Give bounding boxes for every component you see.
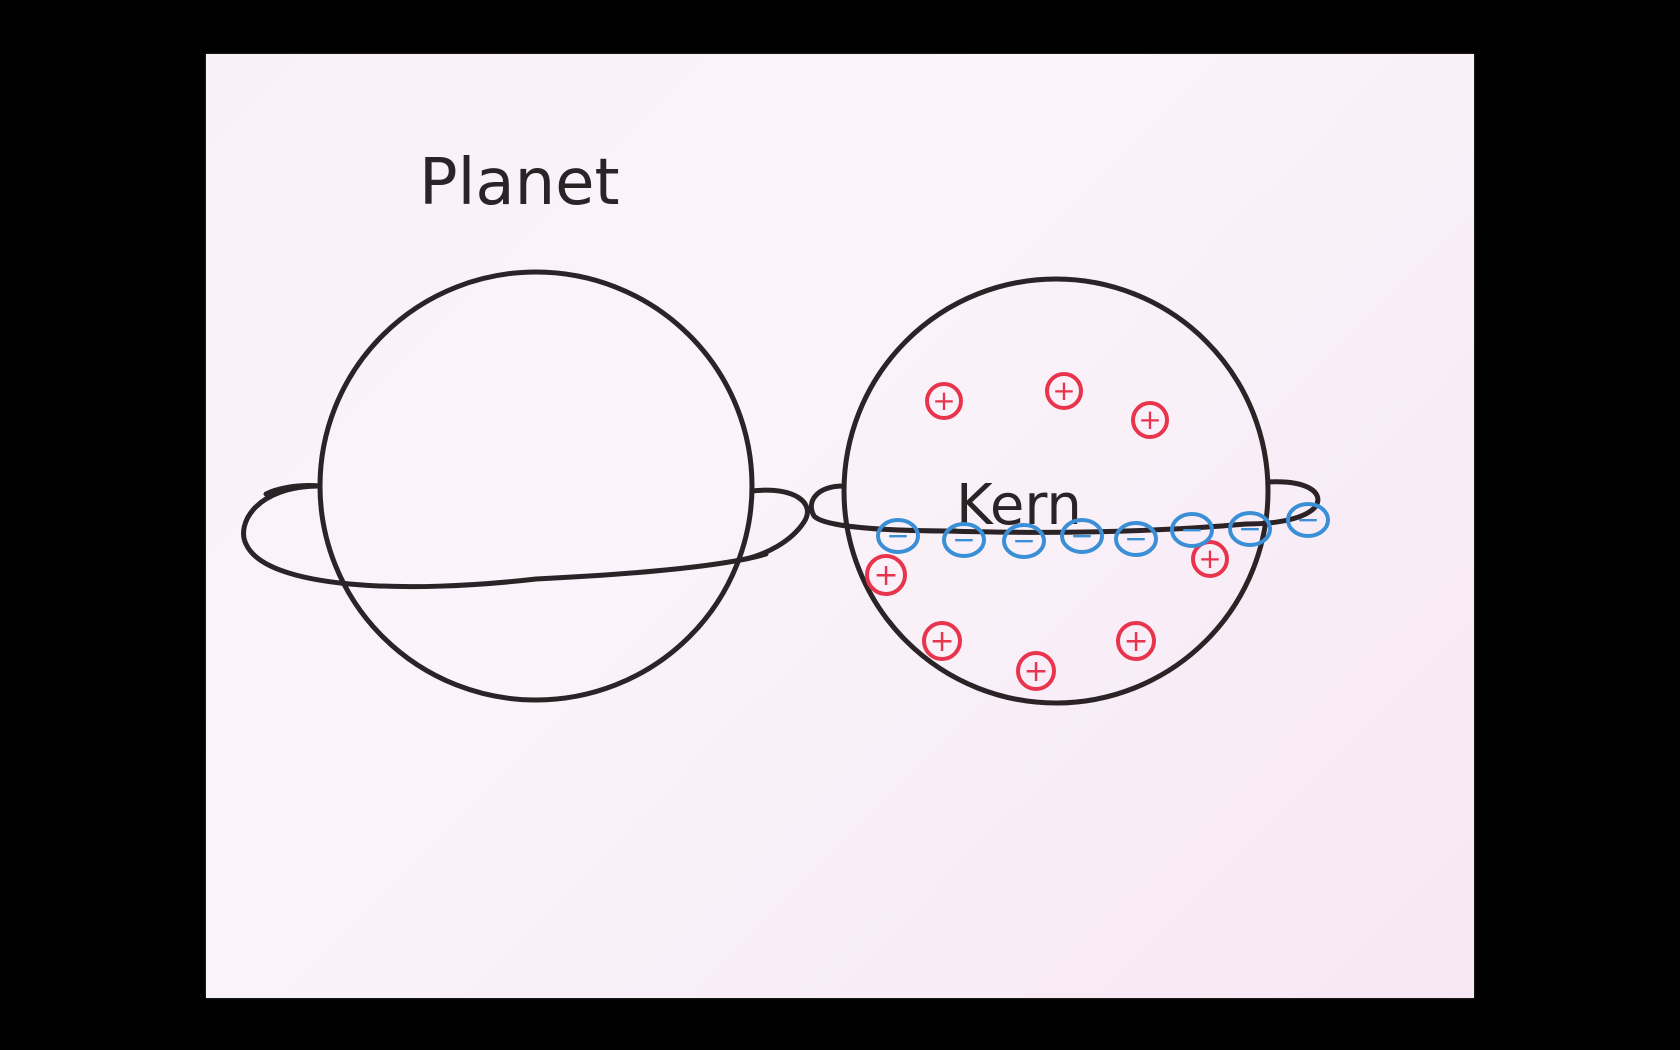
- negative-charge-symbol: −: [1296, 503, 1319, 536]
- negative-charge: −: [1060, 518, 1104, 554]
- negative-charge: −: [1228, 511, 1272, 547]
- paper-sheet: Planet Kern +: [206, 54, 1474, 998]
- positive-charge: +: [922, 621, 962, 661]
- positive-charge: +: [1131, 401, 1169, 439]
- negative-charge-symbol: −: [1012, 524, 1035, 557]
- positive-charge: +: [1045, 372, 1083, 410]
- positive-charge-symbol: +: [932, 384, 955, 417]
- atom-sphere: [841, 276, 1271, 706]
- planet-sphere: [317, 269, 755, 703]
- positive-charge-symbol: +: [1023, 654, 1048, 689]
- negative-charge: −: [876, 518, 920, 554]
- positive-charge-symbol: +: [1052, 374, 1075, 407]
- negative-charge: −: [942, 522, 986, 558]
- negative-charges: − − − − − − −: [876, 502, 1330, 559]
- positive-charge: +: [1116, 621, 1156, 661]
- negative-charge: −: [1170, 512, 1214, 548]
- negative-charge-symbol: −: [952, 523, 975, 556]
- negative-charge-symbol: −: [1070, 519, 1093, 552]
- positive-charge-symbol: +: [929, 624, 954, 659]
- negative-charge: −: [1002, 523, 1046, 559]
- negative-charge-symbol: −: [1238, 512, 1261, 545]
- atom-drawing: Kern: [808, 276, 1321, 706]
- negative-charge: −: [1114, 521, 1158, 557]
- positive-charge: +: [1016, 651, 1056, 691]
- negative-charge-symbol: −: [886, 519, 909, 552]
- negative-charge-symbol: −: [1124, 522, 1147, 555]
- negative-charge-symbol: −: [1180, 513, 1203, 546]
- positive-charge: +: [865, 554, 907, 596]
- positive-charge: +: [1191, 540, 1229, 578]
- planet-ring-left-top: [263, 483, 323, 497]
- planet-drawing: [241, 269, 810, 703]
- positive-charge-symbol: +: [873, 558, 898, 593]
- planet-ring-right: [743, 487, 810, 562]
- positive-charge-symbol: +: [1138, 403, 1161, 436]
- planet-label: Planet: [419, 146, 620, 220]
- positive-charges: + + + + + + +: [865, 372, 1229, 691]
- negative-charge: −: [1286, 502, 1330, 538]
- positive-charge-symbol: +: [1198, 542, 1221, 575]
- planet-ring-left: [241, 483, 769, 590]
- drawing-canvas: Planet Kern +: [241, 146, 1330, 706]
- positive-charge-symbol: +: [1123, 624, 1148, 659]
- positive-charge: +: [925, 382, 963, 420]
